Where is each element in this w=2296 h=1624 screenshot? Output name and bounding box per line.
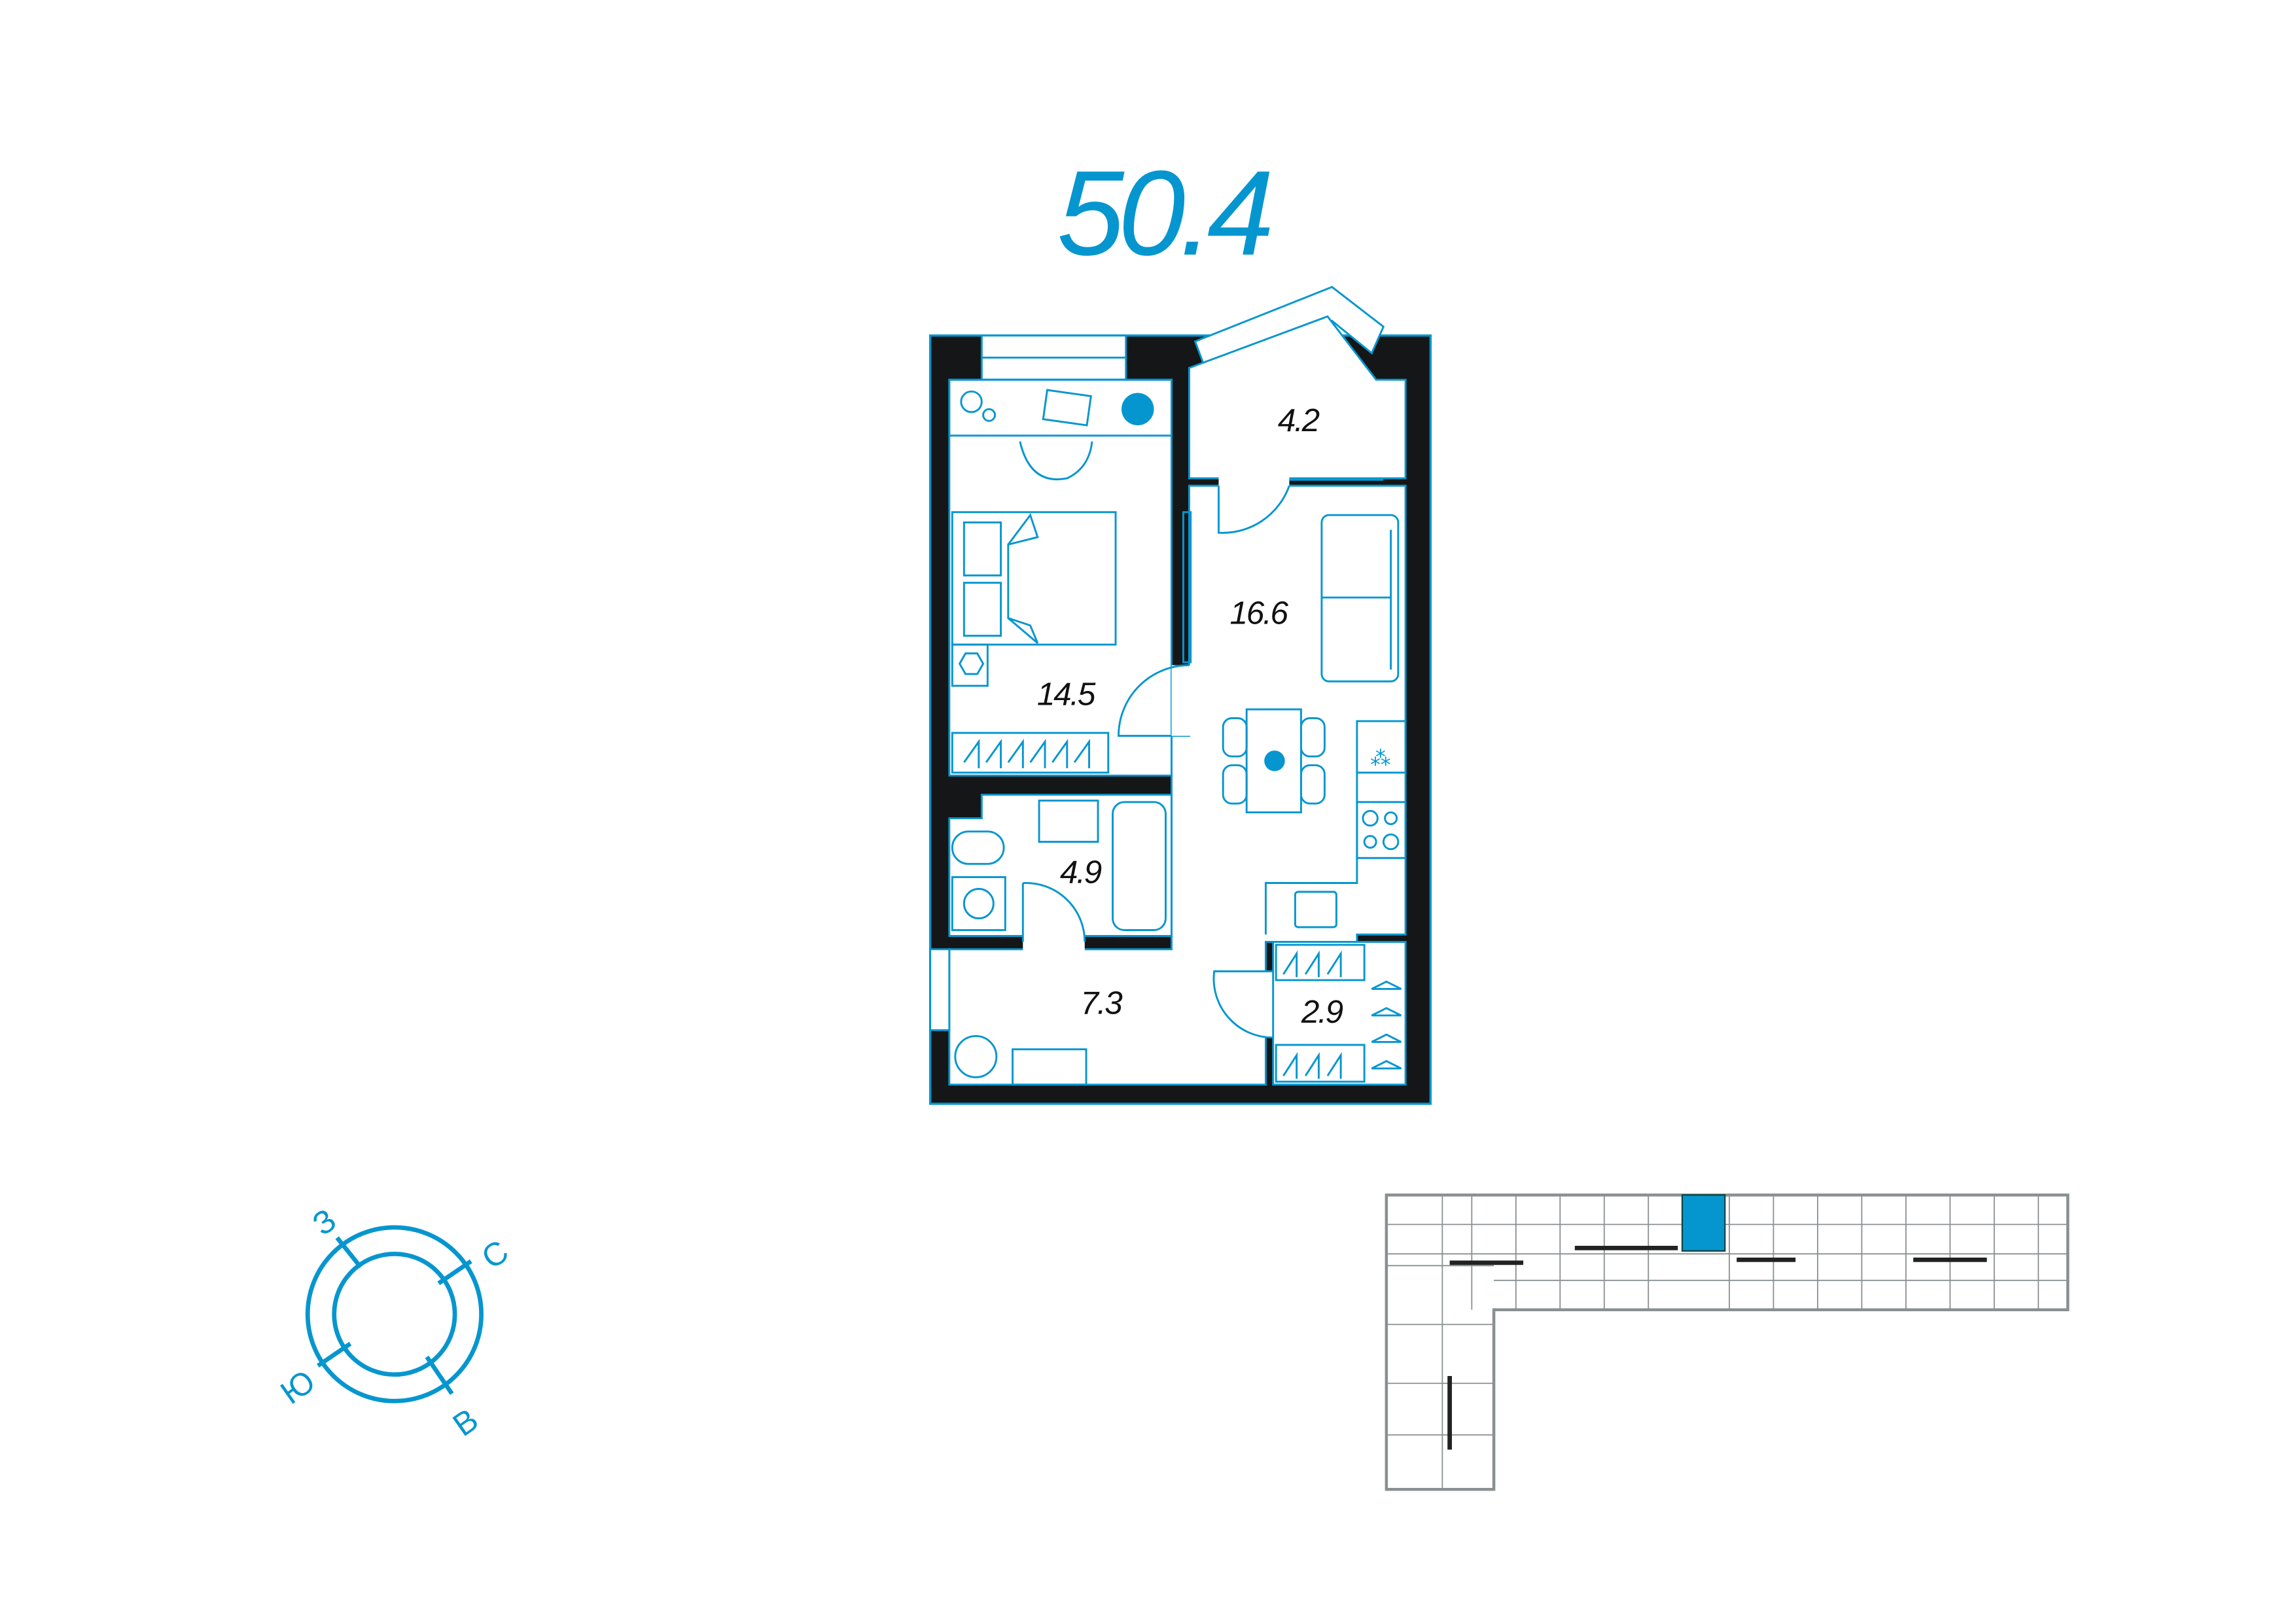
tv-panel	[1182, 511, 1192, 663]
chair-icon	[1019, 441, 1093, 480]
lamp-icon	[960, 390, 983, 414]
balcony-door-swing	[1217, 485, 1290, 534]
washing-machine	[951, 876, 1006, 931]
washbasin	[1038, 800, 1099, 843]
compass-rose: З С Ю В	[274, 1202, 515, 1443]
bedroom-door-swing	[1118, 664, 1190, 737]
building-key-plan	[1385, 1193, 2070, 1491]
apartment-area-title: 50.4	[1057, 146, 1270, 281]
laptop-icon	[1042, 389, 1092, 427]
hangers-icon	[1371, 980, 1402, 1070]
desk	[948, 378, 1173, 437]
bedroom-wardrobe	[951, 732, 1110, 774]
compass-north: С	[475, 1233, 515, 1277]
room-area-living-kitchen: 16.6	[1230, 595, 1289, 631]
room-area-wardrobe: 2.9	[1301, 994, 1343, 1030]
fridge	[1356, 720, 1407, 774]
plant-icon	[1122, 393, 1154, 426]
svg-text:⁂: ⁂	[1370, 747, 1390, 771]
flower-icon	[1264, 750, 1285, 771]
entrance-door	[929, 948, 951, 1031]
apartment-plan: ⁂ 4.2 16.6 14.5 4.9 7.3 2.9	[928, 285, 1432, 1105]
wardrobe-door-swing	[1212, 970, 1275, 1039]
bathtub	[1112, 801, 1167, 931]
kitchen-sink	[1294, 891, 1337, 928]
compass-south: Ю	[274, 1363, 321, 1411]
room-area-bathroom: 4.9	[1060, 855, 1102, 891]
shoe-cabinet	[1012, 1048, 1087, 1086]
compass-west: З	[306, 1202, 343, 1243]
room-area-bedroom: 14.5	[1037, 676, 1096, 712]
stove	[1356, 801, 1407, 859]
laundry-basket	[954, 1034, 998, 1078]
compass-east: В	[446, 1402, 485, 1443]
nightstand	[951, 643, 989, 687]
toilet	[951, 830, 1005, 865]
bathroom-door-swing	[1023, 882, 1086, 942]
bedroom-doorway	[1171, 665, 1191, 736]
room-area-hall: 7.3	[1081, 985, 1123, 1021]
wardrobe-room	[1272, 941, 1407, 1086]
bed	[951, 511, 1117, 646]
bedroom	[948, 378, 1173, 777]
balcony	[1188, 315, 1407, 480]
selected-apartment-highlight	[1681, 1194, 1726, 1252]
room-area-balcony: 4.2	[1278, 402, 1320, 438]
